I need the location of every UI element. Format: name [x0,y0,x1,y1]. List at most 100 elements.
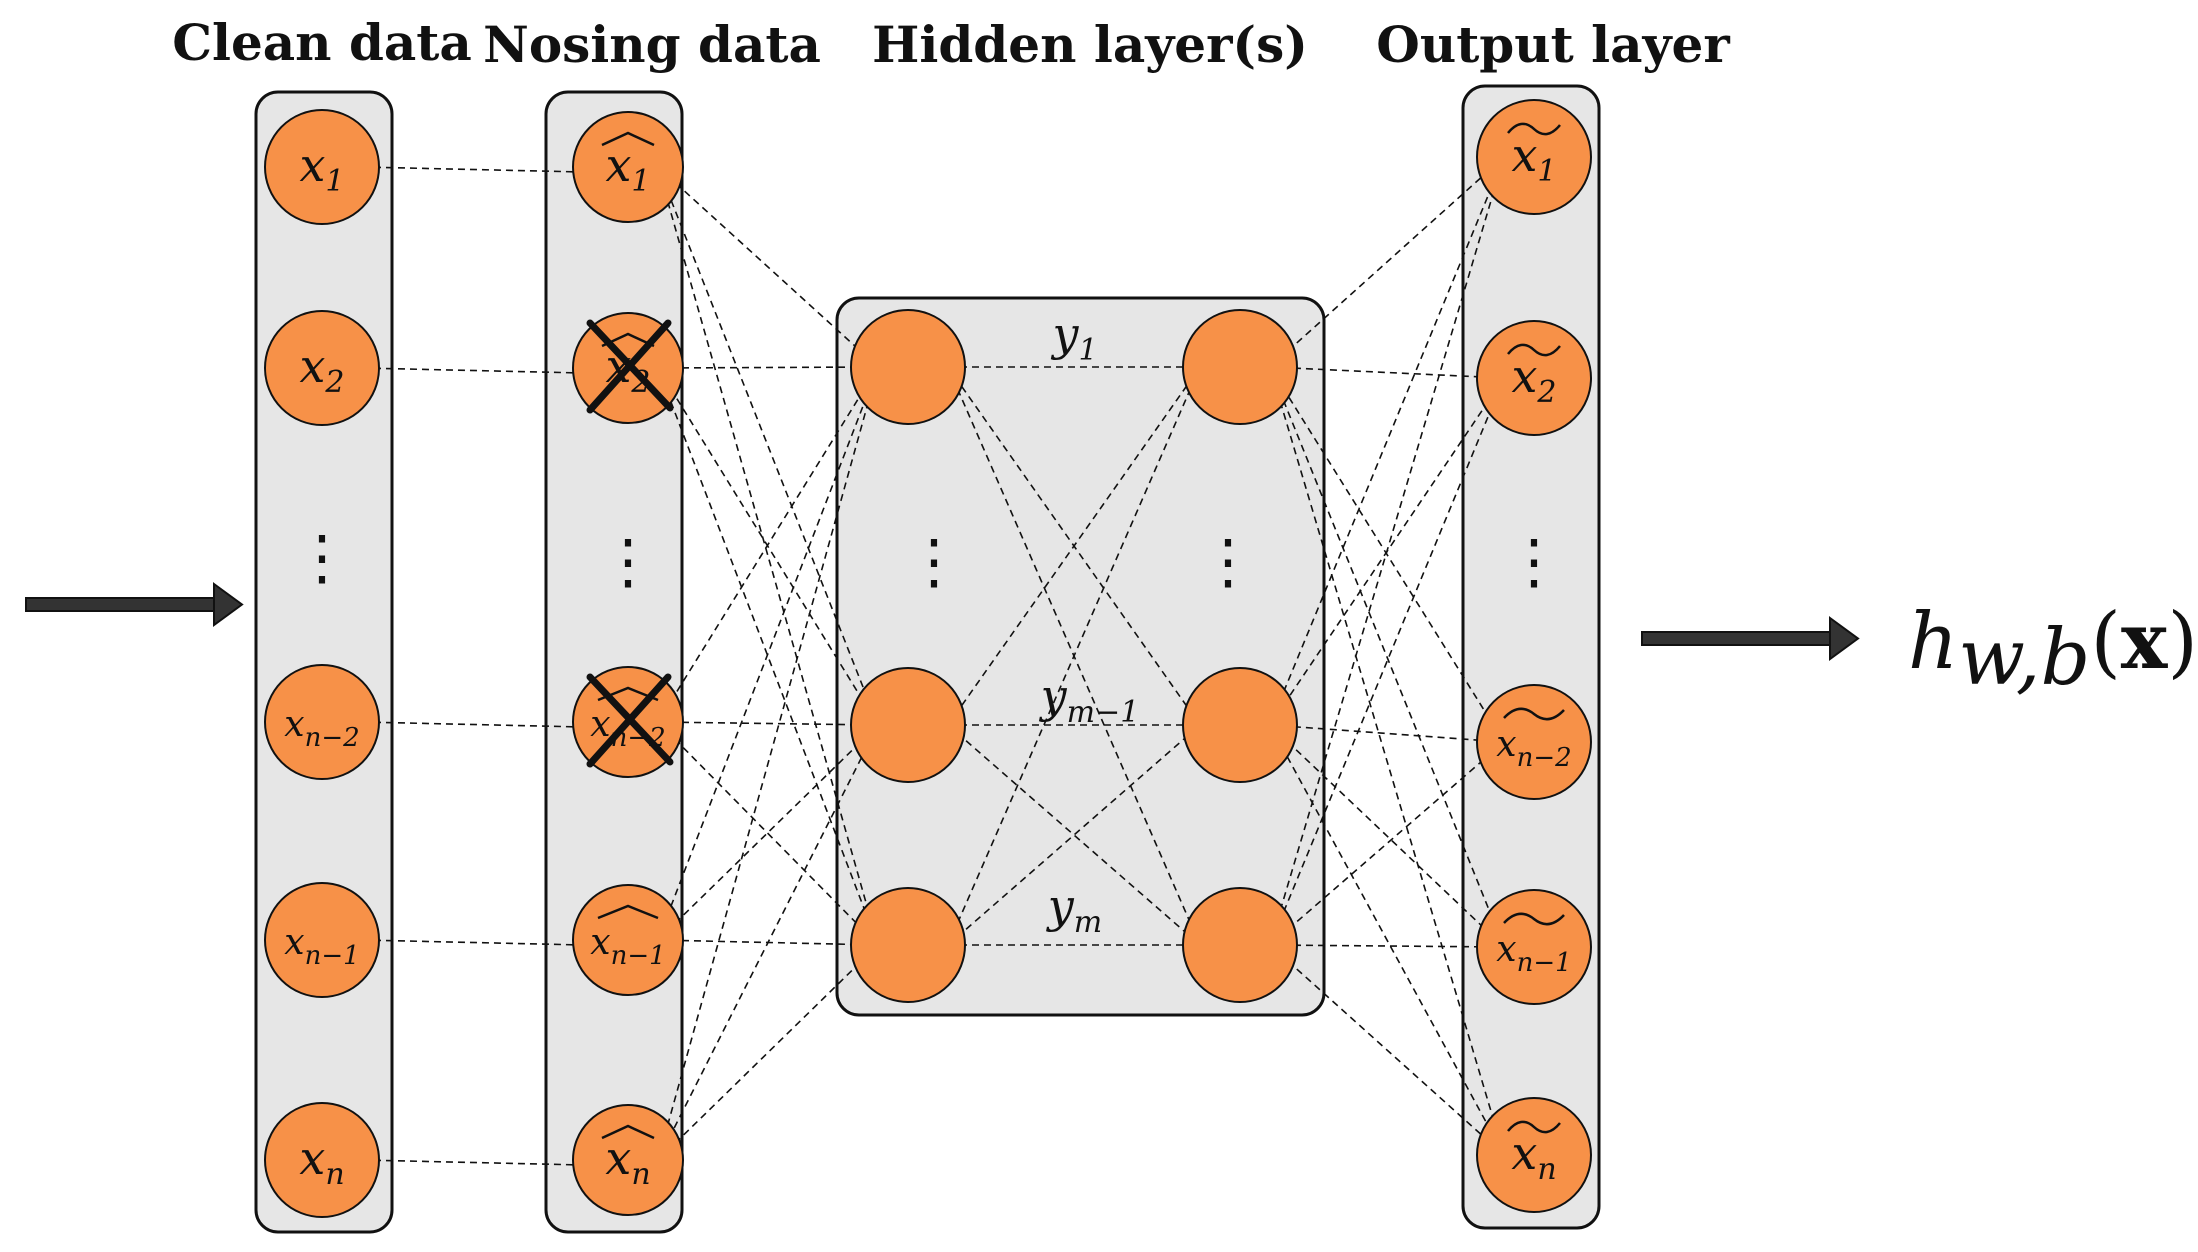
edge-0 [361,166,584,173]
hidden-left-ellipsis: ⋮ [904,527,964,597]
noising-hat-accent [601,1124,655,1140]
edge-12 [657,721,879,726]
hidden-right-node-circle [1182,887,1298,1003]
hidden-label-y1: y1 [1050,307,1097,368]
output-node-circle [1476,1097,1592,1213]
edge-33 [1269,366,1505,1156]
output-node-2: x2 [1476,320,1592,436]
edge-39 [1269,156,1505,946]
output-tilde-accent [1503,707,1565,721]
edge-42 [1269,944,1505,948]
edge-30 [1269,366,1505,379]
noising-data-ellipsis: ⋮ [598,527,658,597]
edge-23 [947,366,1201,726]
hidden-left-node-circle [850,887,966,1003]
edge-8 [657,366,879,369]
edge-36 [1269,724,1505,743]
hidden-left-node-circle [850,667,966,783]
network-nodes: x1 x2 xn−2 xn−1 xn x1 x2 xn−2 xn−1 xn x1 x2 xn−2 xn−1… [264,99,1592,1218]
output-tilde-accent [1507,1120,1561,1134]
edge-7 [657,166,879,946]
hidden-right-ellipsis: ⋮ [1198,527,1258,597]
hidden-label-ym-1: ym−1 [1039,669,1140,730]
output-node-label: xn−2 [1496,724,1571,773]
clean-node-3: xn−2 [264,664,380,780]
hidden-layer-panel [835,296,1326,1017]
clean-node-5: xn [264,1102,380,1218]
noising-data-panel [544,90,684,1234]
noising-hat-accent [601,131,655,147]
clean-node-1: x1 [264,109,380,225]
edge-40 [1269,377,1505,946]
output-node-label: xn−1 [1496,929,1571,978]
noising-hat-accent [597,904,659,920]
edge-19 [657,944,879,1161]
output-arrow [1641,616,1860,661]
edge-17 [657,366,879,1161]
edge-43 [1269,944,1505,1156]
hidden-left-node-1 [850,309,966,425]
edge-3 [361,939,584,946]
edge-31 [1269,366,1505,743]
noising-node-circle [572,111,684,223]
hidden-right-node-circle [1182,309,1298,425]
hidden-layer-title: Hidden layer(s) [872,15,1308,74]
edge-6 [657,166,879,726]
noising-node-circle [572,884,684,996]
hidden-right-node-3 [1182,887,1298,1003]
output-node-label: x1 [1511,128,1556,189]
output-layer-panel [1461,84,1601,1230]
noising-node-3: xn−2 [572,666,684,778]
noising-node-5: xn [572,1104,684,1216]
output-node-label: xn [1511,1126,1556,1187]
output-node-circle [1476,99,1592,215]
edge-29 [1269,156,1505,368]
clean-node-label: xn−2 [284,704,359,753]
noising-node-label: xn [605,1131,650,1192]
output-tilde-accent [1503,912,1565,926]
edge-10 [657,367,879,946]
hidden-right-node-circle [1182,667,1298,783]
hidden-left-node-3 [850,887,966,1003]
output-node-3: xn−2 [1476,684,1592,800]
noising-node-circle [572,1104,684,1216]
output-node-1: x1 [1476,99,1592,215]
clean-node-label: x2 [299,339,344,400]
edge-9 [657,367,879,726]
connection-edges [361,156,1505,1166]
edge-38 [1269,724,1505,1156]
output-tilde-accent [1507,343,1561,357]
edge-2 [361,721,584,728]
hidden-right-node-2 [1182,667,1298,783]
output-node-label: x2 [1511,349,1556,410]
clean-node-label: xn [299,1131,344,1192]
output-node-4: xn−1 [1476,889,1592,1005]
edge-11 [657,366,879,723]
input-arrow [25,582,244,627]
dropout-cross-icon [586,319,674,414]
edge-37 [1269,724,1505,948]
clean-node-circle [264,310,380,426]
hidden-left-node-circle [850,309,966,425]
hidden-right-node-1 [1182,309,1298,425]
edge-27 [947,724,1201,946]
edge-1 [361,367,584,374]
noising-data-title: Nosing data [483,15,821,74]
edge-13 [657,721,879,946]
output-layer-title: Output layer [1376,15,1730,74]
clean-node-label: xn−1 [284,922,359,971]
output-function-label: hw,b(x) [1908,596,2198,703]
edge-34 [1269,156,1505,726]
edge-25 [947,724,1201,946]
noising-node-label: xn−1 [590,922,665,971]
noising-node-2: x2 [572,312,684,424]
clean-node-circle [264,664,380,780]
output-layer-ellipsis: ⋮ [1504,527,1564,597]
edge-14 [657,366,879,941]
clean-data-ellipsis: ⋮ [292,523,352,593]
dropout-cross-icon [586,673,674,768]
output-node-circle [1476,684,1592,800]
clean-node-circle [264,109,380,225]
noising-node-label: x1 [605,138,650,199]
clean-node-2: x2 [264,310,380,426]
